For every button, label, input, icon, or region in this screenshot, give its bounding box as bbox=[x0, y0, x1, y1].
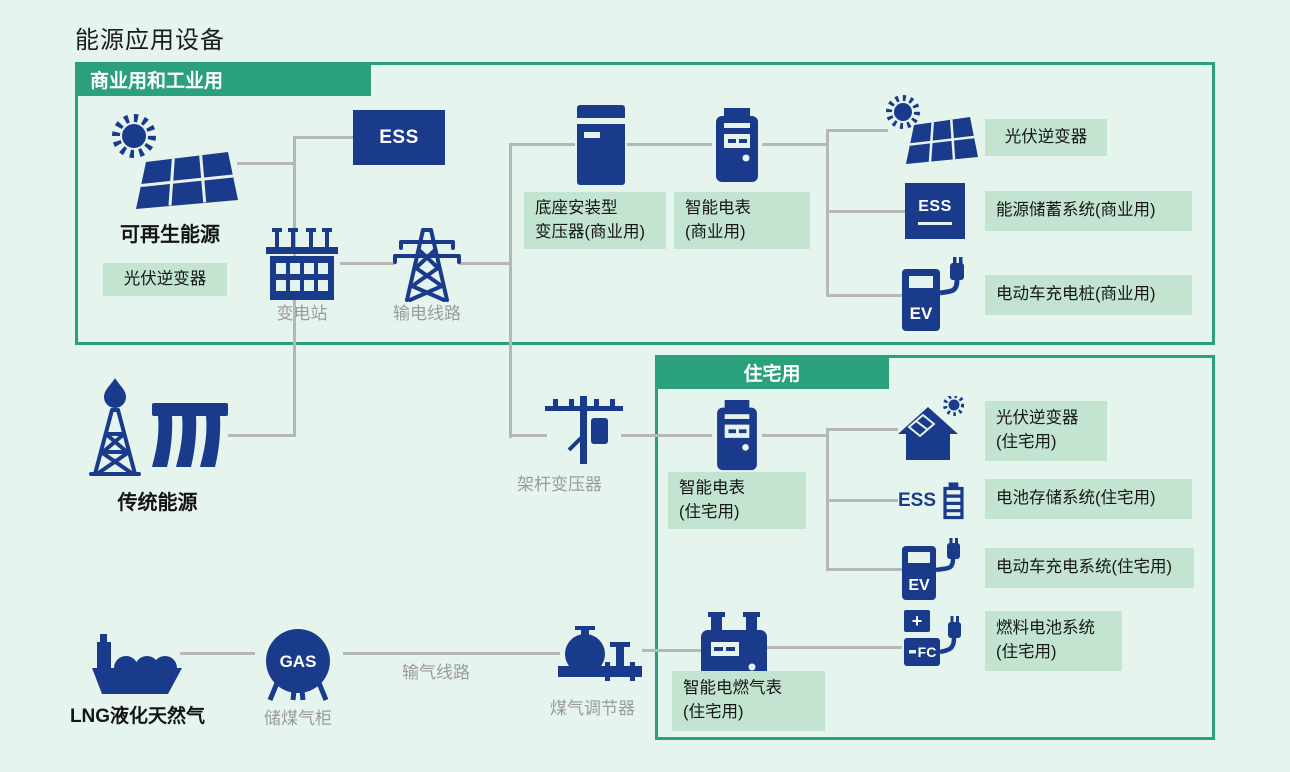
connector-line bbox=[766, 646, 902, 649]
oil-derrick-icon bbox=[85, 378, 145, 476]
connector-line bbox=[826, 129, 888, 132]
ess-storage-text: ESS bbox=[918, 197, 952, 215]
battery-storage-tag: 电池存储系统(住宅用) bbox=[985, 479, 1192, 519]
connector-line bbox=[627, 143, 712, 146]
smart-gas-meter-tag: 智能电燃气表 (住宅用) bbox=[672, 671, 825, 731]
ess-box-text: ESS bbox=[379, 126, 419, 148]
ess-storage-icon: ESS bbox=[905, 183, 965, 239]
pv-inverter-tag-commercial-left: 光伏逆变器 bbox=[103, 263, 227, 296]
connector-line bbox=[509, 143, 575, 146]
connector-line bbox=[294, 136, 354, 139]
pad-transformer-tag: 底座安装型 变压器(商业用) bbox=[524, 192, 666, 249]
pole-transformer-label: 架杆变压器 bbox=[517, 475, 602, 494]
battery-storage-icon: ESS bbox=[898, 478, 964, 524]
connector-line bbox=[762, 143, 828, 146]
gas-regulator-label: 煤气调节器 bbox=[550, 699, 635, 718]
hydro-dam-icon bbox=[152, 403, 230, 471]
connector-line bbox=[826, 428, 898, 431]
substation-label: 变电站 bbox=[276, 304, 328, 323]
renewable-energy-label: 可再生能源 bbox=[120, 224, 220, 246]
traditional-energy-label: 传统能源 bbox=[117, 492, 198, 514]
pv-panel-commercial-icon bbox=[884, 95, 979, 167]
battery-icon bbox=[943, 482, 964, 520]
renewable-energy-icon bbox=[100, 110, 240, 215]
ev-charger-commercial-text: EV bbox=[910, 304, 933, 323]
ess-box-icon: ESS bbox=[353, 110, 445, 165]
fuel-cell-plus-text: + bbox=[912, 611, 923, 631]
gas-regulator-icon bbox=[558, 626, 642, 690]
connector-line bbox=[509, 143, 512, 438]
residential-section-frame bbox=[655, 355, 1215, 740]
battery-ess-text: ESS bbox=[898, 490, 937, 511]
solar-house-icon bbox=[896, 396, 964, 462]
connector-line bbox=[762, 434, 828, 437]
gas-storage-text: GAS bbox=[280, 652, 317, 671]
gas-storage-label: 储煤气柜 bbox=[264, 709, 332, 728]
pad-transformer-icon bbox=[575, 105, 627, 185]
smart-meter-residential-icon bbox=[712, 400, 762, 472]
ev-charger-residential-text: EV bbox=[908, 577, 930, 594]
ess-system-tag: 能源储蓄系统(商业用) bbox=[985, 191, 1192, 231]
ev-system-residential-tag: 电动车充电系统(住宅用) bbox=[985, 548, 1194, 588]
connector-line bbox=[826, 210, 905, 213]
connector-line bbox=[826, 499, 898, 502]
ess-storage-bar bbox=[918, 221, 952, 225]
connector-line bbox=[459, 262, 512, 265]
connector-line bbox=[228, 434, 295, 437]
commercial-section-header: 商业用和工业用 bbox=[75, 62, 371, 96]
connector-line bbox=[180, 652, 255, 655]
lng-label: LNG液化天然气 bbox=[69, 706, 206, 727]
connector-line bbox=[509, 434, 547, 437]
substation-icon bbox=[262, 228, 342, 300]
fuel-cell-fc-text: FC bbox=[918, 644, 937, 660]
smart-meter-residential-tag: 智能电表 (住宅用) bbox=[668, 472, 806, 529]
residential-section-header: 住宅用 bbox=[655, 355, 889, 389]
page-title: 能源应用设备 bbox=[75, 27, 225, 54]
connector-line bbox=[826, 568, 904, 571]
connector-line bbox=[642, 649, 702, 652]
ev-charger-commercial-icon: EV bbox=[902, 257, 966, 333]
gas-pipeline-label: 输气线路 bbox=[402, 663, 470, 682]
smart-meter-commercial-icon bbox=[712, 108, 762, 184]
commercial-section-frame bbox=[75, 62, 1215, 345]
pv-inverter-residential-tag: 光伏逆变器 (住宅用) bbox=[985, 401, 1107, 461]
ev-charger-residential-icon: EV bbox=[902, 538, 962, 600]
connector-line bbox=[826, 294, 905, 297]
connector-line bbox=[343, 652, 560, 655]
pv-inverter-tag-commercial-right: 光伏逆变器 bbox=[985, 119, 1107, 156]
lng-ship-icon bbox=[92, 612, 182, 698]
smart-meter-commercial-tag: 智能电表 (商业用) bbox=[674, 192, 810, 249]
connector-line bbox=[826, 129, 829, 297]
ev-charger-commercial-tag: 电动车充电桩(商业用) bbox=[985, 275, 1192, 315]
pole-transformer-icon bbox=[545, 396, 623, 464]
transmission-line-label: 输电线路 bbox=[393, 304, 461, 323]
fuel-cell-tag: 燃料电池系统 (住宅用) bbox=[985, 611, 1122, 671]
connector-line bbox=[621, 434, 712, 437]
transmission-tower-icon bbox=[393, 222, 461, 302]
connector-line bbox=[340, 262, 395, 265]
connector-line bbox=[237, 162, 295, 165]
fuel-cell-icon: + FC bbox=[900, 610, 964, 680]
gas-storage-icon: GAS bbox=[253, 628, 343, 702]
